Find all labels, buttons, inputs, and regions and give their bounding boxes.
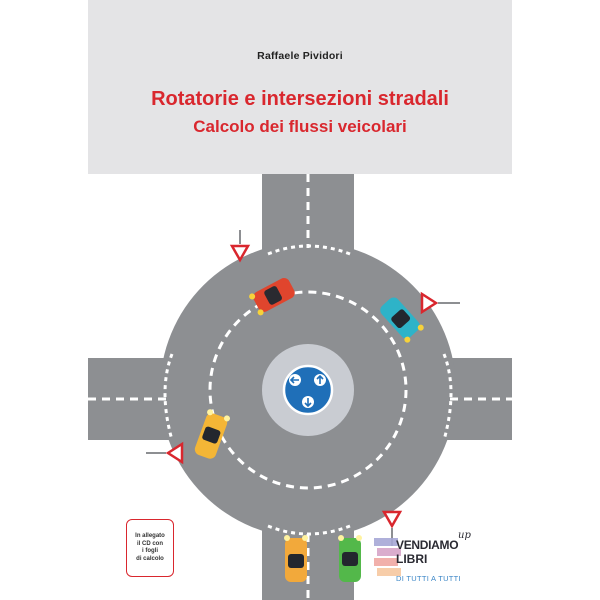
publisher-mark-icon [374,538,401,576]
give-way-lines [163,244,453,536]
red-car [249,278,295,316]
book-subtitle: Calcolo dei flussi veicolari [193,117,407,136]
book-cover: Raffaele Pividori Rotatorie e intersezio… [88,0,512,600]
yield-sign-icon [420,291,460,315]
cd-badge-line: i fogli [142,548,158,554]
cd-badge-line: In allegato [135,533,165,539]
lane-markings [88,174,512,600]
cd-badge-line: di calcolo [136,555,164,562]
publisher-logo: VENDIAMO up LIBRI DI TUTTI A TUTTI [374,530,510,592]
book-title: Rotatorie e intersezioni stradali [151,88,449,110]
orange-car [284,535,308,582]
publisher-brand-suffix: up [458,530,471,541]
cd-badge-line: il CD con [136,540,163,547]
yield-sign-icon [229,230,251,263]
roundabout-sign-icon [282,364,334,416]
cd-badge: In allegato il CD con i fogli di calcolo [126,519,174,577]
teal-car [380,297,424,343]
publisher-tagline: DI TUTTI A TUTTI [396,574,461,583]
roundabout-illustration [88,174,512,600]
header-band [88,0,512,174]
yellow-car [194,409,230,459]
publisher-brand: VENDIAMO [396,538,459,552]
publisher-libri: LIBRI [396,552,428,566]
author-name: Raffaele Pividori [257,50,343,62]
yield-sign-icon [146,441,184,465]
green-car [338,535,362,582]
